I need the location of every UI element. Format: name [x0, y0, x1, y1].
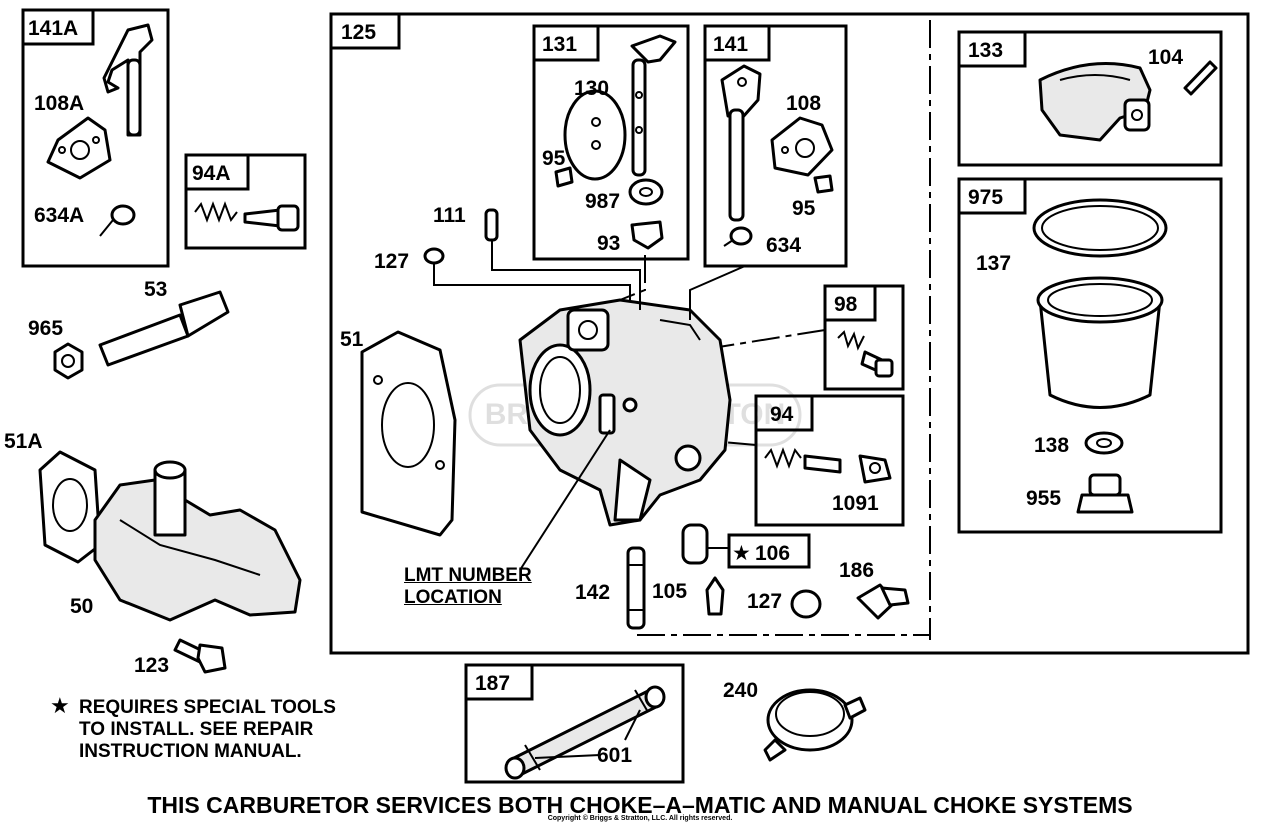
label-53: 53: [144, 278, 167, 301]
special-tools-note: ★ REQUIRES SPECIAL TOOLS TO INSTALL. SEE…: [50, 693, 430, 763]
choke-plate-108: [770, 116, 834, 177]
gasket-51: [360, 330, 457, 537]
label-123: 123: [134, 654, 169, 677]
box-106-frame: [727, 533, 811, 569]
label-105: 105: [652, 580, 687, 603]
box-125-label: 125: [341, 21, 376, 44]
label-51: 51: [340, 328, 364, 351]
pin-111: [484, 208, 499, 242]
throttle-plate-131: [563, 89, 627, 181]
box-141-label: 141: [713, 33, 748, 56]
intake-elbow-50: [93, 460, 302, 622]
choke-shaft-141: [720, 64, 762, 222]
label-50: 50: [70, 595, 93, 618]
box-131-label: 131: [542, 33, 577, 56]
plug-127-top: [423, 247, 445, 265]
screw-95-131: [554, 166, 574, 188]
label-111: 111: [433, 204, 466, 227]
fuel-filter-240: [763, 688, 867, 762]
spring-634: [723, 226, 753, 247]
bowl-gasket-137: [1032, 198, 1168, 258]
box-94-frame: [754, 394, 905, 527]
bushing-93: [630, 220, 664, 250]
label-127-bottom: 127: [747, 590, 782, 613]
choke-shaft-141A: [102, 23, 154, 137]
special-tools-star-icon: ★: [50, 693, 70, 718]
label-634: 634: [766, 234, 801, 257]
box-94-label: 94: [770, 403, 794, 426]
pin-104: [1183, 60, 1218, 96]
elbow-186: [856, 583, 910, 620]
seal-987: [628, 178, 664, 206]
gasket-51A: [38, 450, 102, 564]
label-137: 137: [976, 252, 1011, 275]
screw-123: [173, 638, 227, 674]
box-133-label: 133: [968, 39, 1003, 62]
throttle-shaft-130: [630, 34, 677, 177]
jet-106: [681, 523, 729, 565]
label-106: 106: [755, 542, 790, 565]
label-601: 601: [597, 744, 632, 767]
dashed-leader-131: [619, 255, 646, 301]
box-141A-frame: [21, 8, 170, 268]
label-240: 240: [723, 679, 758, 702]
special-tools-text: REQUIRES SPECIAL TOOLS TO INSTALL. SEE R…: [79, 697, 336, 762]
label-108: 108: [786, 92, 821, 115]
mixture-screw-94: [764, 447, 842, 474]
box-187-frame: [464, 663, 685, 784]
idle-screw-98: [837, 330, 894, 378]
label-965: 965: [28, 317, 63, 340]
box-187-label: 187: [475, 672, 510, 695]
label-987: 987: [585, 190, 620, 213]
choke-bracket-133: [1038, 62, 1152, 142]
box-125-frame: [329, 12, 1250, 655]
label-106-star: ★: [732, 542, 751, 565]
label-108A: 108A: [34, 92, 84, 115]
float-bowl-975: [1036, 276, 1164, 409]
needle-105: [705, 576, 725, 616]
label-1091: 1091: [832, 492, 879, 515]
box-975-frame: [957, 177, 1223, 534]
box-133-frame: [957, 30, 1223, 167]
label-130: 130: [574, 77, 609, 100]
box-141-frame: [703, 24, 848, 268]
leader-lines: [433, 240, 746, 571]
box-141A-label: 141A: [28, 17, 78, 40]
label-95-131: 95: [542, 147, 566, 170]
label-138: 138: [1034, 434, 1069, 457]
box-975-label: 975: [968, 186, 1003, 209]
emulsion-tube-142: [626, 546, 646, 630]
idle-screw-94A: [194, 201, 300, 232]
fuel-line-187: [504, 685, 666, 780]
label-104: 104: [1148, 46, 1183, 69]
label-186: 186: [839, 559, 874, 582]
nut-965: [53, 342, 84, 380]
screw-95-141: [813, 174, 834, 194]
diagram-footer-title: THIS CARBURETOR SERVICES BOTH CHOKE–A–MA…: [147, 792, 1133, 818]
label-51A: 51A: [4, 430, 43, 453]
box-98-label: 98: [834, 293, 858, 316]
limiter-cap-1091: [858, 454, 892, 484]
choke-plate-108A: [46, 116, 112, 180]
label-142: 142: [575, 581, 610, 604]
box-tabs: 141A 94A 125 131 141 133 975 98 94 187: [21, 8, 1027, 701]
plug-127-bottom: [790, 589, 822, 619]
label-127-top: 127: [374, 250, 409, 273]
box-94A-label: 94A: [192, 162, 231, 185]
label-93: 93: [597, 232, 620, 255]
fuel-fitting-53: [98, 290, 230, 367]
label-955: 955: [1026, 487, 1061, 510]
label-95-141: 95: [792, 197, 816, 220]
washer-138: [1084, 431, 1124, 455]
copyright-notice: Copyright © Briggs & Stratton, LLC. All …: [547, 815, 733, 822]
box-131-frame: [532, 24, 690, 261]
carburetor-body-125: [518, 298, 732, 527]
label-634A: 634A: [34, 204, 84, 227]
bowl-nut-955: [1076, 473, 1134, 514]
spring-634A: [99, 204, 136, 237]
lmt-number-location-label: LMT NUMBER LOCATION: [404, 565, 532, 608]
